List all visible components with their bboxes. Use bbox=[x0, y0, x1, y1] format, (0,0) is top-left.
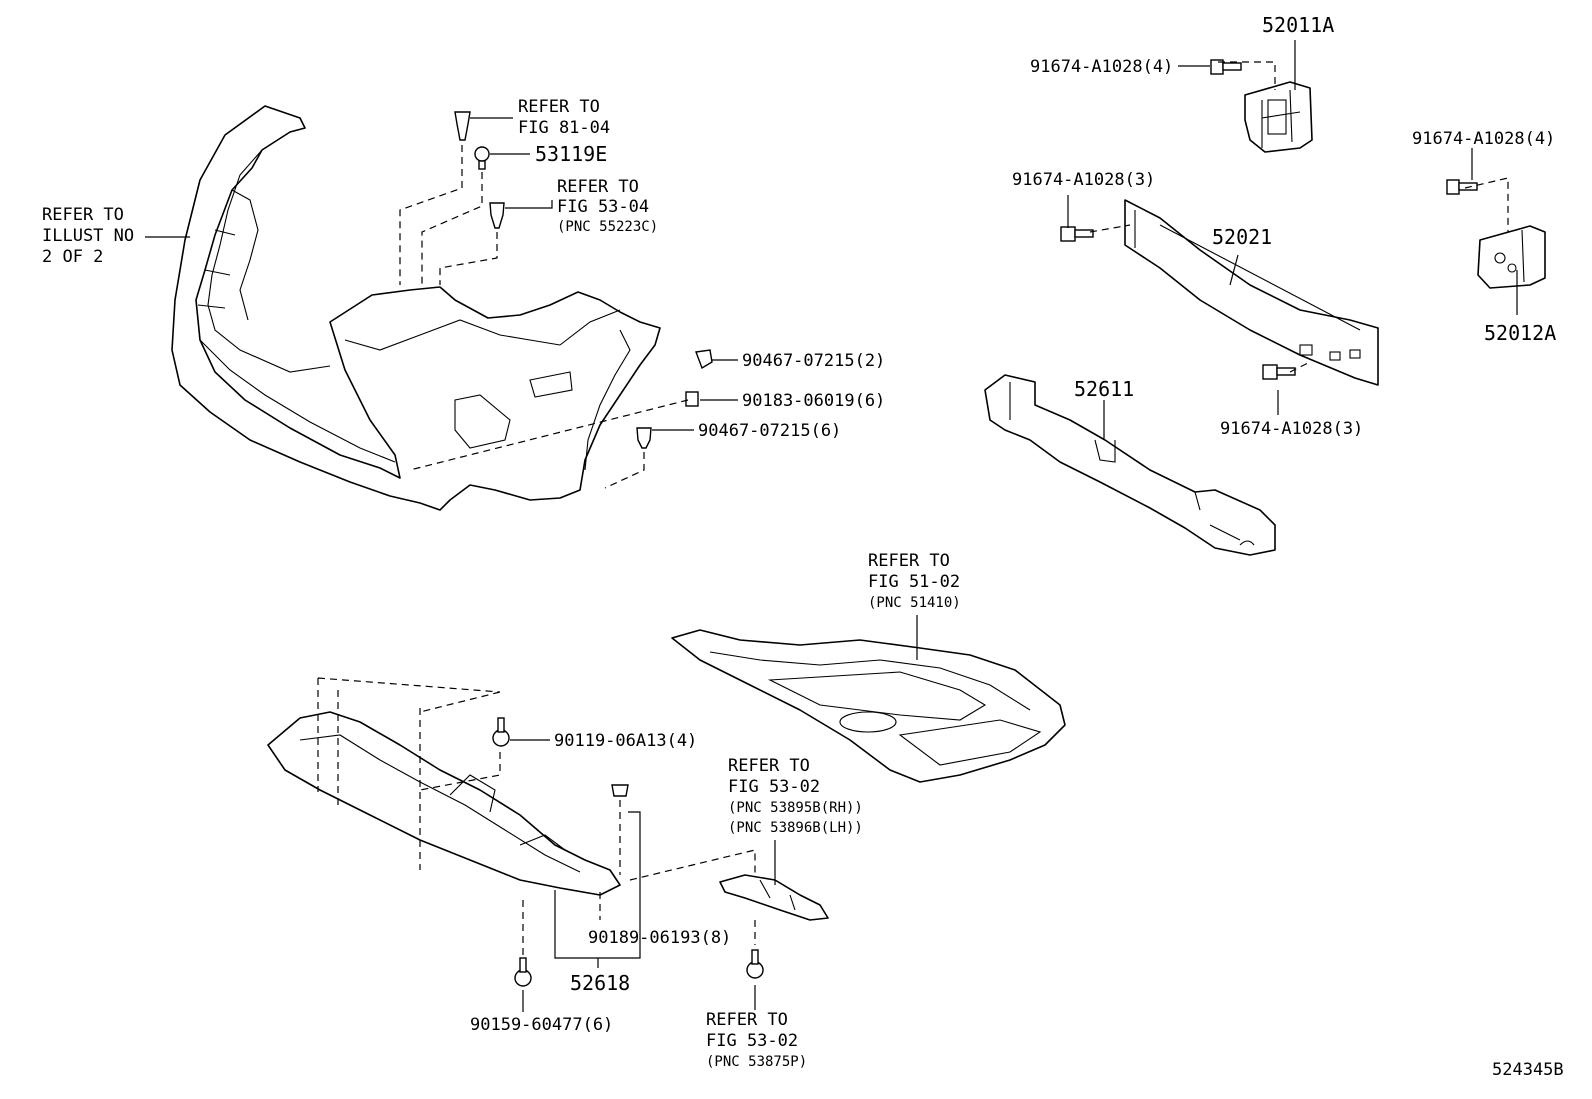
label-52021: 52021 bbox=[1212, 225, 1272, 249]
bolt-icon bbox=[1446, 179, 1478, 195]
label-53119e: 53119E bbox=[535, 142, 607, 166]
bracket-52012a[interactable] bbox=[1477, 225, 1546, 289]
bolt-icon bbox=[1262, 364, 1296, 380]
label-91674-3b: 91674-A1028(3) bbox=[1220, 419, 1363, 439]
engine-under-cover[interactable] bbox=[671, 629, 1066, 783]
illustration-id: 524345B bbox=[1492, 1060, 1564, 1080]
bolt-icon bbox=[746, 949, 764, 979]
bolt-icon bbox=[492, 717, 510, 747]
label-91674-4a: 91674-A1028(4) bbox=[1030, 57, 1173, 77]
side-deflector[interactable] bbox=[719, 874, 829, 921]
energy-absorber-52611[interactable] bbox=[984, 374, 1276, 556]
hardware bbox=[454, 59, 1478, 987]
front-bumper-cover[interactable] bbox=[171, 105, 661, 511]
alignment-lines bbox=[317, 61, 1509, 955]
clip-icon bbox=[489, 202, 505, 229]
bolt-icon bbox=[1060, 226, 1094, 242]
label-90159: 90159-60477(6) bbox=[470, 1015, 613, 1035]
leader-lines bbox=[145, 40, 1518, 1012]
label-90119: 90119-06A13(4) bbox=[554, 731, 697, 751]
clip-icon bbox=[695, 349, 713, 370]
label-52618: 52618 bbox=[570, 971, 630, 995]
bolt-icon bbox=[474, 146, 490, 170]
label-90183: 90183-06019(6) bbox=[742, 391, 885, 411]
label-91674-4b: 91674-A1028(4) bbox=[1412, 129, 1555, 149]
label-90467-6: 90467-07215(6) bbox=[698, 421, 841, 441]
label-52011a: 52011A bbox=[1262, 13, 1334, 37]
bolt-icon bbox=[1210, 59, 1242, 75]
label-90189: 90189-06193(8) bbox=[588, 928, 731, 948]
bolt-icon bbox=[514, 957, 532, 987]
bumper-reinforcement-52021[interactable] bbox=[1124, 199, 1379, 386]
clip-icon bbox=[611, 784, 629, 797]
label-91674-3a: 91674-A1028(3) bbox=[1012, 170, 1155, 190]
bracket-52011a[interactable] bbox=[1244, 81, 1313, 153]
label-52012a: 52012A bbox=[1484, 321, 1556, 345]
label-52611: 52611 bbox=[1074, 377, 1134, 401]
label-90467-2: 90467-07215(2) bbox=[742, 351, 885, 371]
clip-icon bbox=[454, 111, 471, 141]
clip-icon bbox=[636, 427, 652, 449]
nut-icon bbox=[685, 391, 699, 407]
lower-cover-52618[interactable] bbox=[267, 711, 621, 896]
